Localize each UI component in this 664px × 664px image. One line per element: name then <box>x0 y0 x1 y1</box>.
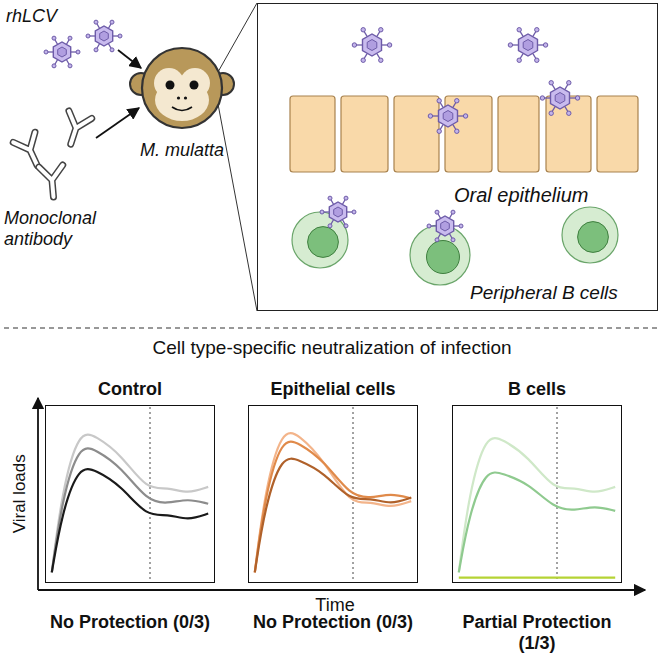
inset-panel: Oral epitheliumPeripheral B cells <box>257 3 658 311</box>
antibody-icon <box>13 132 48 170</box>
x-axis <box>38 589 645 591</box>
virus-icon <box>320 196 356 228</box>
chart-panel: B cells <box>452 405 622 583</box>
epithelial-cell <box>546 96 591 172</box>
timepoint-line <box>150 407 151 581</box>
panel-title: Control <box>46 379 214 400</box>
virus-icon <box>508 28 548 63</box>
species-label: M. mulatta <box>112 140 252 161</box>
arrow <box>96 108 139 138</box>
viral-load-curve <box>459 577 615 579</box>
viral-load-curve <box>459 438 615 572</box>
chart-panel: Epithelial cells <box>248 405 418 583</box>
viral-load-curve <box>459 472 615 572</box>
virus-icon <box>427 210 463 242</box>
virus-icon <box>428 99 468 134</box>
antibody-icon <box>39 165 66 198</box>
virus-icon <box>352 28 392 63</box>
section-title: Cell type-specific neutralization of inf… <box>0 337 664 359</box>
epithelial-cell <box>290 96 335 172</box>
outcome-label: No Protection (0/3) <box>253 612 413 633</box>
panel-title: B cells <box>453 379 621 400</box>
monkey-face <box>130 48 234 128</box>
region-label: Peripheral B cells <box>470 282 618 304</box>
b-cell <box>562 207 618 263</box>
timepoint-line <box>557 407 558 581</box>
epithelial-cell <box>597 96 638 172</box>
viral-load-curve <box>52 435 208 573</box>
virus-icon <box>44 36 80 68</box>
epithelial-cell <box>394 96 439 172</box>
virus-icon <box>540 81 580 116</box>
region-label: Oral epithelium <box>454 184 589 207</box>
y-axis <box>37 398 39 590</box>
outcome-label: Partial Protection (1/3) <box>457 612 617 653</box>
arrow <box>118 50 141 68</box>
antibody-icon <box>59 111 91 148</box>
zoom-line <box>218 104 257 311</box>
chart-panel: Control <box>45 405 215 583</box>
b-cell <box>410 225 470 285</box>
virus-label: rhLCV <box>6 6 86 27</box>
virus-icon <box>86 20 122 52</box>
separator-line <box>4 327 660 328</box>
viral-load-curve <box>52 469 208 572</box>
viral-load-curve <box>255 442 411 573</box>
viral-load-curve <box>255 433 411 572</box>
axis-label: Viral loads <box>10 434 30 554</box>
epithelial-cell <box>498 96 539 172</box>
viral-load-curve <box>255 459 411 573</box>
outcome-label: No Protection (0/3) <box>50 612 210 633</box>
antibody-label: Monoclonal antibody <box>4 208 114 249</box>
viral-load-curve <box>52 448 208 572</box>
zoom-line <box>218 3 257 72</box>
panel-title: Epithelial cells <box>249 379 417 400</box>
epithelial-cell <box>341 96 388 172</box>
